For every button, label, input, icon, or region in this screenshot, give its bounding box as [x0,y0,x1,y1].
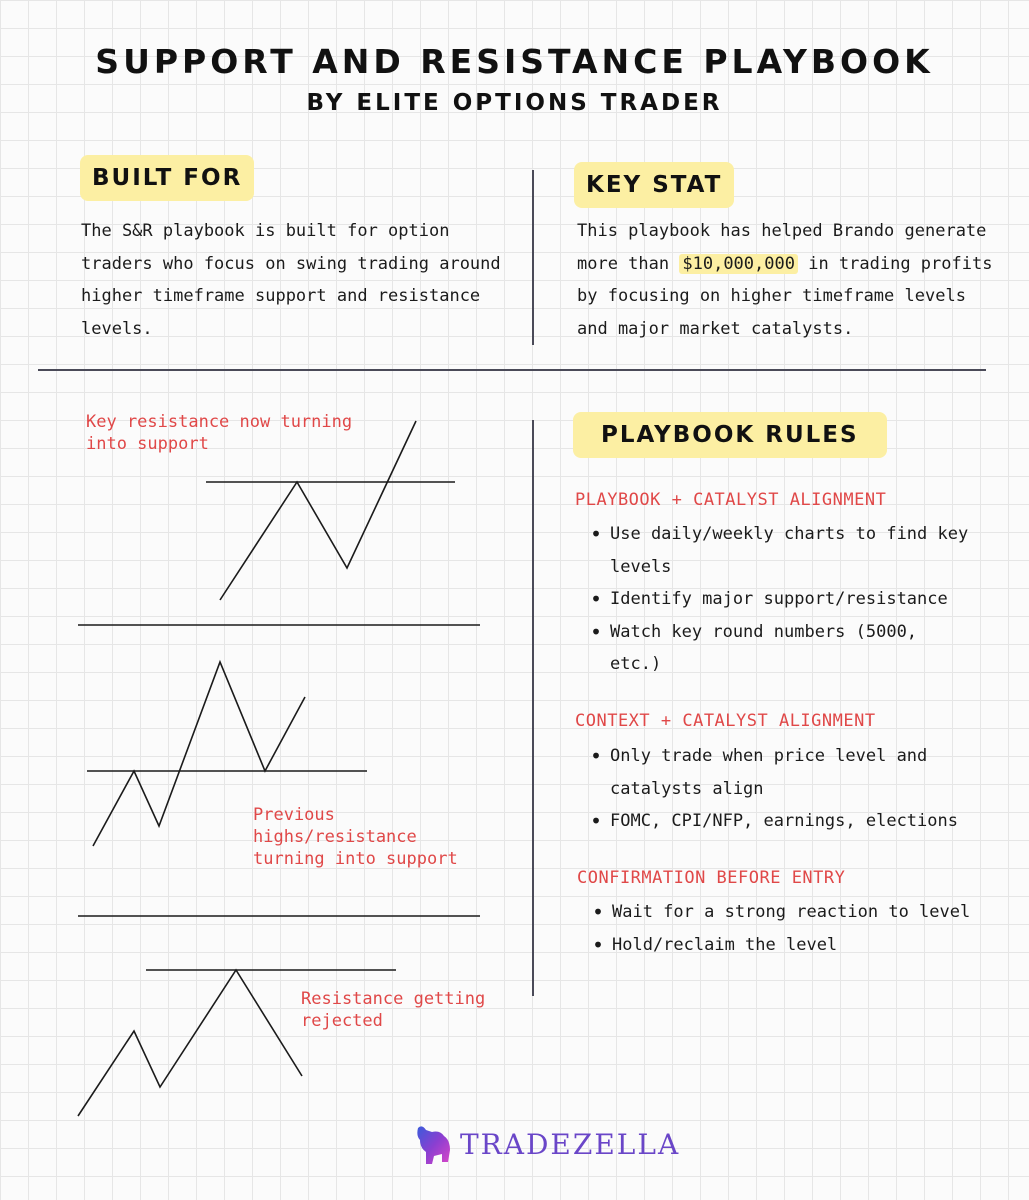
rules-section-3-item: Hold/reclaim the level [580,929,980,962]
diagram-2 [87,659,367,847]
column-divider-top [532,170,534,345]
rules-section-1-item: Use daily/weekly charts to find key leve… [578,518,978,583]
rules-section-1-item: Identify major support/resistance [578,583,978,616]
rules-section-2-list: Only trade when price level and catalyst… [578,740,978,838]
tradezella-logo: TRADEZELLA [414,1122,680,1166]
key-stat-highlight: $10,000,000 [679,253,798,274]
section-divider [38,369,986,371]
key-stat-tag: KEY STAT [574,162,735,208]
rules-section-1-list: Use daily/weekly charts to find key leve… [578,518,978,681]
page-subtitle: BY ELITE OPTIONS TRADER [306,90,723,116]
key-stat-text: This playbook has helped Brando generate… [577,215,997,345]
diagram-3-caption: Resistance getting rejected [301,989,486,1031]
key-stat-text-after: in trading profits by focusing on higher… [577,253,993,339]
diagram-1-price-path [219,420,417,601]
diagram-2-price-path [92,659,306,847]
diagram-2-caption: Previous highs/resistance turning into s… [253,805,458,869]
diagram-1 [206,420,455,601]
price-action-diagrams [77,420,480,1117]
rules-section-2-item: Only trade when price level and catalyst… [578,740,978,805]
rules-section-2-item: FOMC, CPI/NFP, earnings, elections [578,805,978,838]
diagram-3-price-path [77,968,303,1117]
column-divider-bottom [532,420,534,996]
logo-text: TRADEZELLA [460,1127,681,1161]
bull-icon [417,1126,450,1164]
rules-section-1-heading: PLAYBOOK + CATALYST ALIGNMENT [575,490,887,510]
rules-section-1-item: Watch key round numbers (5000, etc.) [578,616,978,681]
rules-section-3-heading: CONFIRMATION BEFORE ENTRY [577,868,846,888]
diagram-3 [77,968,396,1117]
playbook-rules-tag: PLAYBOOK RULES [573,412,887,458]
page-title: SUPPORT AND RESISTANCE PLAYBOOK [95,42,934,81]
key-stat-text-before: This playbook has helped Brando generate… [577,221,987,274]
built-for-text: The S&R playbook is built for option tra… [81,221,501,339]
rules-section-3-list: Wait for a strong reaction to level Hold… [580,896,980,961]
rules-section-2-heading: CONTEXT + CATALYST ALIGNMENT [575,711,876,731]
built-for-tag: BUILT FOR [80,155,255,201]
diagram-1-caption: Key resistance now turning into support [86,412,353,454]
rules-section-3-item: Wait for a strong reaction to level [580,896,980,929]
